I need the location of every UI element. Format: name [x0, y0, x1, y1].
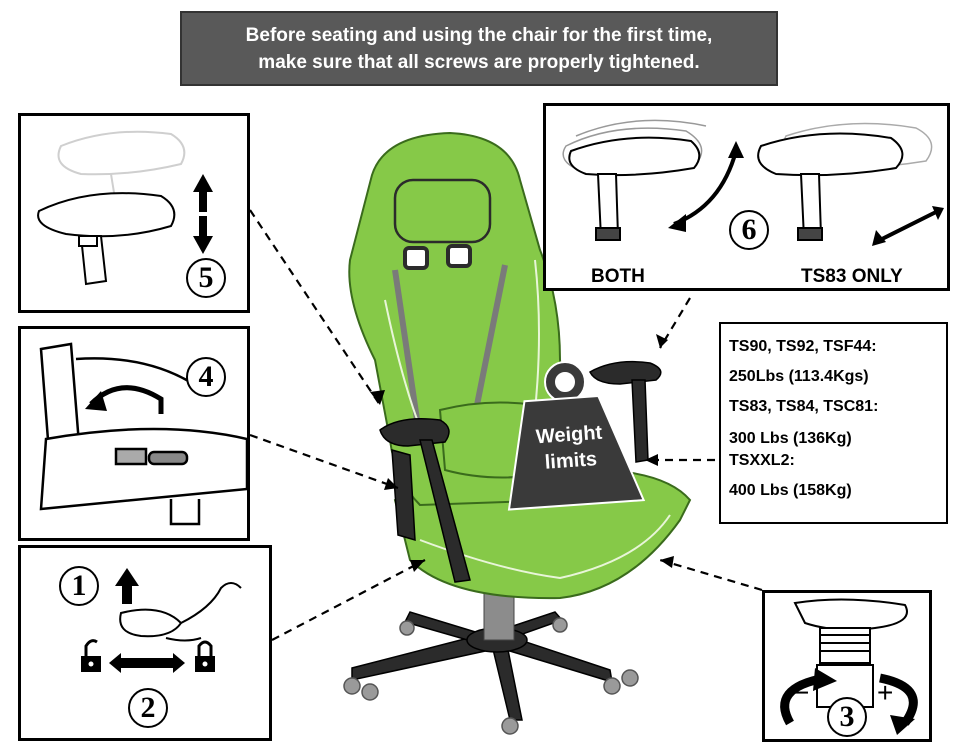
- lock-unlock-arrows-icon: [109, 653, 185, 673]
- armrest-right-drawing: [758, 134, 902, 241]
- recline-lever-panel: 4: [18, 326, 250, 541]
- armrest-height-panel: 5: [18, 113, 250, 313]
- step-5-badge: 5: [186, 258, 226, 298]
- armrest-both-label: BOTH: [591, 266, 645, 288]
- weight-models-2: TS83, TS84, TSC81:: [729, 396, 938, 418]
- height-lock-panel: 1 2: [18, 545, 272, 741]
- tighten-panel: − + 3: [762, 590, 932, 742]
- weight-limits-box: TS90, TS92, TSF44: 250Lbs (113.4Kgs) TS8…: [719, 322, 948, 524]
- weight-limit-2: 300 Lbs (136Kg): [729, 428, 938, 450]
- step-4-badge: 4: [186, 357, 226, 397]
- weight-limit-1: 250Lbs (113.4Kgs): [729, 366, 938, 388]
- step-6-badge: 6: [729, 210, 769, 250]
- weight-models-3: TSXXL2:: [729, 450, 938, 472]
- locked-padlock-icon: [195, 642, 215, 672]
- step-3-badge: 3: [827, 697, 867, 737]
- armrest-ts83-label: TS83 ONLY: [801, 266, 903, 288]
- slide-arrow-icon: [878, 211, 938, 241]
- unlocked-padlock-icon: [81, 641, 101, 672]
- head-pillow: [395, 180, 490, 242]
- chair-base: [352, 612, 612, 720]
- plus-sign: +: [877, 677, 893, 709]
- up-down-arrow-icon: [193, 174, 213, 254]
- armrest-rotation-panel: 6 BOTH TS83 ONLY: [543, 103, 950, 291]
- minus-sign: −: [793, 677, 809, 709]
- weight-limit-3: 400 Lbs (158Kg): [729, 480, 938, 502]
- step-2-badge: 2: [128, 688, 168, 728]
- step-1-badge: 1: [59, 566, 99, 606]
- weight-icon-label: Weight limits: [520, 419, 619, 478]
- up-arrow-icon: [115, 568, 139, 604]
- lever-hand-drawing: [120, 583, 241, 641]
- weight-models-1: TS90, TS92, TSF44:: [729, 336, 938, 358]
- armrest-lowered: [38, 193, 174, 284]
